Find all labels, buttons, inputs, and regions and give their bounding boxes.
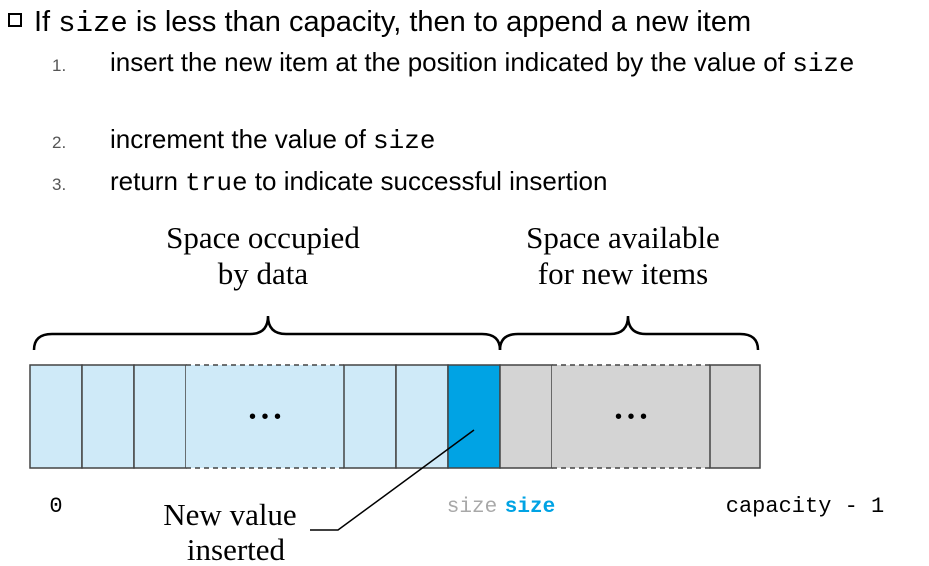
step-text: increment the value of size [110, 124, 922, 157]
array-cell-available [709, 364, 761, 469]
step-code: true [185, 168, 248, 198]
array-cell-new-item [447, 364, 501, 469]
array-cell-available [499, 364, 553, 469]
square-bullet-icon [8, 13, 22, 27]
step-code: size [373, 126, 436, 156]
step-1: 1. insert the new item at the position i… [52, 47, 922, 111]
array-cell-occupied [343, 364, 397, 469]
array-cell-occupied [395, 364, 449, 469]
size-label-gray: size [447, 496, 497, 519]
available-ellipsis: • • • [615, 406, 647, 428]
size-label-blue: size [505, 496, 555, 519]
step-3: 3. return true to indicate successful in… [52, 166, 922, 198]
step-2: 2. increment the value of size [52, 124, 922, 156]
bullet-point: If size is less than capacity, then to a… [8, 4, 923, 42]
array-cell-occupied [133, 364, 187, 469]
step-text-post: to indicate successful insertion [247, 166, 608, 196]
bullet-suffix: is less than capacity, then to append a … [127, 6, 752, 38]
available-label-line1: Space available [526, 220, 720, 255]
capacity-minus-one-label: capacity - 1 [726, 494, 884, 519]
step-code: size [792, 49, 855, 79]
occupied-gap-region [186, 365, 344, 468]
occupied-brace [32, 315, 502, 351]
step-number: 2. [52, 133, 67, 152]
step-number: 3. [52, 175, 67, 194]
step-text-pre: increment the value of [110, 124, 374, 154]
new-value-label-line2: inserted [187, 532, 286, 566]
step-text: insert the new item at the position indi… [110, 47, 922, 80]
step-text-pre: return [110, 166, 186, 196]
array-diagram: Space occupied by data Space available f… [29, 220, 884, 566]
occupied-ellipsis: • • • [249, 406, 281, 428]
available-label-line2: for new items [538, 256, 708, 291]
step-number: 1. [52, 56, 67, 75]
array-cell-occupied [81, 364, 135, 469]
new-value-label-line1: New value [163, 497, 296, 532]
index-zero-label: 0 [49, 494, 62, 519]
available-gap-region [552, 365, 710, 468]
array-cell-occupied [29, 364, 83, 469]
step-text: return true to indicate successful inser… [110, 166, 922, 199]
available-brace [498, 315, 760, 351]
occupied-label-line2: by data [218, 256, 309, 291]
bullet-prefix: If [34, 6, 59, 38]
occupied-label-line1: Space occupied [166, 220, 360, 255]
bullet-code: size [58, 7, 128, 40]
step-text-pre: insert the new item at the position indi… [110, 47, 793, 77]
new-value-pointer-line [310, 429, 475, 531]
